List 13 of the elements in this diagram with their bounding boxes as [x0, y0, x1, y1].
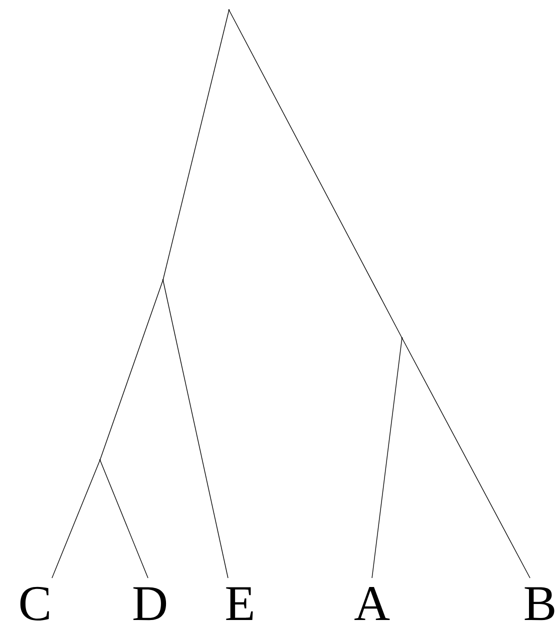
- tree-branch: [52, 460, 100, 578]
- leaf-label: D: [133, 587, 166, 620]
- leaf-label: E: [226, 587, 253, 620]
- tree-branch: [402, 338, 530, 578]
- tree-branch: [100, 280, 164, 460]
- tree-branch: [100, 460, 148, 578]
- tree-branch: [228, 10, 402, 338]
- tree-branch: [372, 338, 402, 578]
- leaf-label: B: [524, 587, 554, 620]
- leaf-label: C: [20, 586, 49, 620]
- tree-branch: [162, 280, 228, 578]
- leaf-label: A: [354, 586, 390, 620]
- tree-branch: [162, 10, 230, 280]
